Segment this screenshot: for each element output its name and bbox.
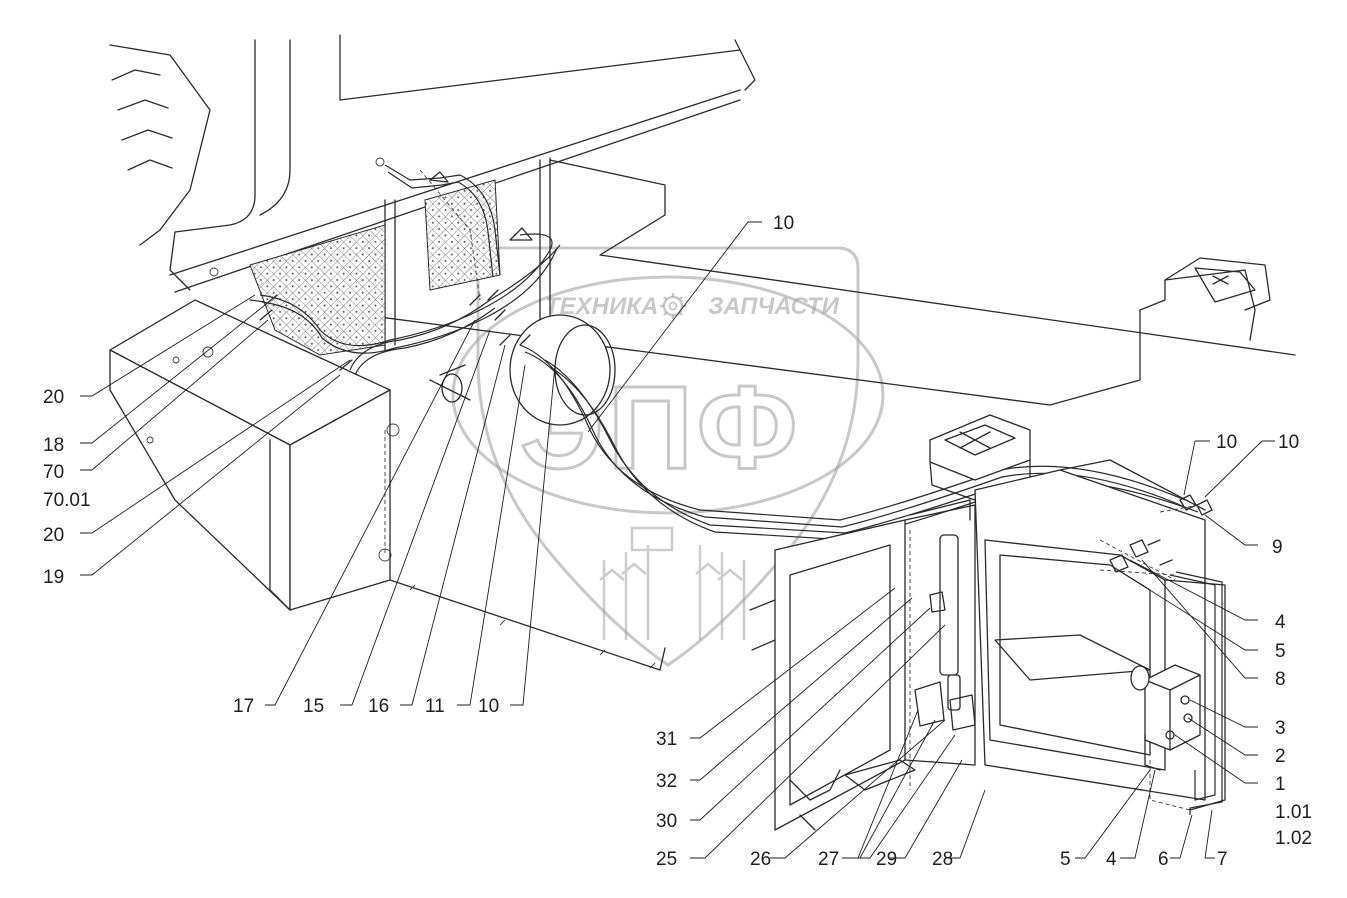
callout-16: 16 [368,696,389,717]
callout-70: 70 [43,462,64,483]
callout-1-01: 1.01 [1275,802,1312,823]
callout-29: 29 [876,849,897,870]
cabinet-box [974,459,1226,815]
callout-10-top: 10 [773,213,794,234]
watermark: ТЕХНИКА ЗАПЧАСТИ ЭПФ [451,246,885,667]
callout-labels: 10 10 10 9 4 5 8 3 2 1 1.01 1.02 7 6 4 5… [43,213,1312,870]
gear-icon [660,293,686,319]
callout-8: 8 [1275,669,1286,690]
callout-2: 2 [1275,746,1286,767]
callout-30: 30 [656,811,677,832]
callout-4-bottom: 4 [1106,849,1117,870]
watermark-ellipse [451,275,885,515]
watermark-shield [476,246,860,667]
callout-15: 15 [303,696,324,717]
mount-plate [929,414,1031,501]
callout-17: 17 [233,696,254,717]
callout-10-right-a: 10 [1216,432,1237,453]
callout-70-01: 70.01 [43,490,91,511]
callout-5-bottom: 5 [1060,849,1071,870]
callout-6: 6 [1158,849,1169,870]
callout-11: 11 [425,696,445,717]
callout-27: 27 [818,849,839,870]
callout-7: 7 [1217,849,1228,870]
watermark-text-right: ЗАПЧАСТИ [708,293,840,320]
callout-20-bottom: 20 [43,525,64,546]
callout-26: 26 [750,849,771,870]
callout-20-top: 20 [43,387,64,408]
callout-18: 18 [43,435,64,456]
cabinet-door [749,499,976,831]
callout-10-bottom: 10 [478,696,499,717]
callout-25: 25 [656,849,677,870]
callout-32: 32 [656,771,677,792]
callout-1-02: 1.02 [1275,828,1312,849]
valve-block [1130,664,1201,771]
watermark-emblem [599,526,746,640]
callout-19: 19 [43,567,64,588]
mesh-panel-left [249,224,386,356]
callout-4-right: 4 [1275,612,1286,633]
tank-box [109,299,666,671]
callout-9: 9 [1272,537,1283,558]
callout-28: 28 [932,849,953,870]
callout-10-right-b: 10 [1278,432,1299,453]
right-fittings [1099,494,1213,576]
callout-5-right: 5 [1275,641,1286,662]
callout-3: 3 [1275,718,1286,739]
callout-1: 1 [1275,774,1286,795]
leaders [80,221,1275,859]
callout-31: 31 [656,729,677,750]
